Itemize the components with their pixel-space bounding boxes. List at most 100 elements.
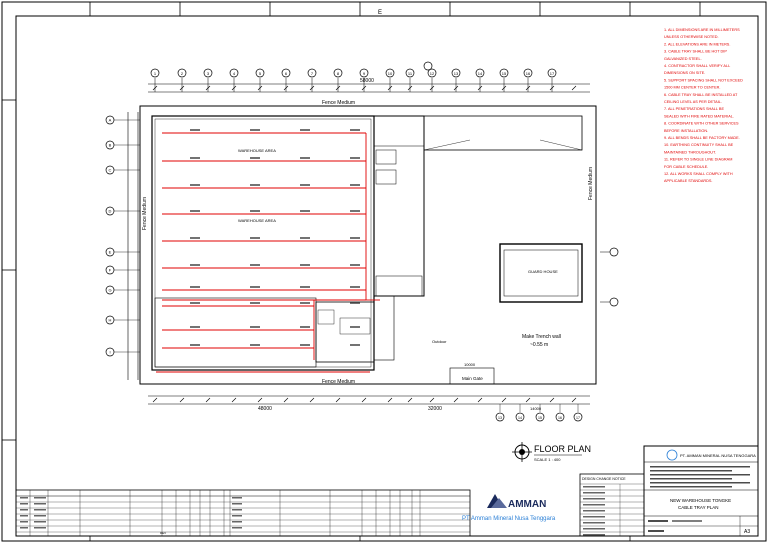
bottom-dim-right: 32000 — [428, 406, 442, 412]
grid-label-top: 3 — [207, 71, 210, 76]
note-line: 2. ALL ELEVATIONS ARE IN METERS. — [664, 42, 730, 46]
logo-subtitle: PT Amman Mineral Nusa Tenggara — [462, 516, 556, 522]
grid-bubble-top — [255, 68, 265, 78]
grid-bubble-top — [307, 68, 317, 78]
grid-label-bottom: 14 — [518, 416, 522, 420]
revision-table-lines — [16, 490, 470, 536]
grid-label-top: 10 — [388, 71, 393, 76]
note-line: UNLESS OTHERWISE NOTED. — [664, 35, 719, 39]
grid-bubble-bottom — [515, 412, 525, 422]
title-block: PT. AMMAN MINERAL NUSA TENGGARA NEW WARE… — [643, 445, 759, 537]
grid-label-bottom: 16 — [558, 416, 562, 420]
note-line: 7. ALL PENETRATIONS SHALL BE — [664, 107, 724, 111]
grid-label-left: F — [109, 268, 112, 273]
grid-bubble-top — [427, 68, 437, 78]
guard-house-label: GUARD HOUSE — [528, 269, 558, 274]
border-letter: E — [378, 10, 382, 16]
plan-title: FLOOR PLAN — [534, 444, 591, 454]
note-line: DIMENSIONS ON SITE. — [664, 71, 705, 75]
note-line: 3. CABLE TRAY SHALL BE HOT DIP — [664, 50, 727, 54]
grid-label-left: D — [109, 209, 112, 214]
grid-label-bottom: 17 — [576, 416, 580, 420]
grid-bubble-top — [229, 68, 239, 78]
note-line: FOR CABLE SCHEDULE. — [664, 165, 708, 169]
office-block — [373, 115, 425, 297]
grid-label-top: 14 — [478, 71, 483, 76]
note-line: APPLICABLE STANDARDS. — [664, 179, 712, 183]
grid-bubble-top — [177, 68, 187, 78]
note-line: MAINTAINED THROUGHOUT. — [664, 150, 716, 154]
company-logo: AMMAN PT Amman Mineral Nusa Tenggara — [462, 494, 556, 522]
grid-bubble-top — [281, 68, 291, 78]
guard-house — [499, 243, 583, 303]
top-dimension-label: 58000 — [360, 78, 374, 84]
grid-label-left: A — [109, 118, 112, 123]
note-line: SEALED WITH FIRE RATED MATERIAL. — [664, 114, 734, 118]
grid-bubble-right — [609, 247, 619, 257]
grid-bubble-bottom — [535, 412, 545, 422]
canopy — [423, 115, 583, 151]
grid-bubble-top — [547, 68, 557, 78]
note-line: 4. CONTRACTOR SHALL VERIFY ALL — [664, 64, 730, 68]
plan-scale: SCALE 1 : 400 — [534, 457, 561, 462]
grid-bubble-top — [451, 68, 461, 78]
grid-label-top: 4 — [233, 71, 236, 76]
fence-left-label: Fence Medium — [142, 197, 148, 230]
grid-label-top: 1 — [154, 71, 157, 76]
note-line: 5. SUPPORT SPACING SHALL NOT EXCEED — [664, 78, 743, 82]
grid-bubble-top — [150, 68, 160, 78]
grid-bubble-bottom — [573, 412, 583, 422]
sheet-size: A3 — [744, 529, 750, 535]
company-name: PT. AMMAN MINERAL NUSA TENGGARA — [680, 453, 756, 458]
grid-bubble-top — [499, 68, 509, 78]
bottom-dimension-ticks — [152, 397, 577, 403]
annex — [315, 301, 375, 363]
outdoor-label: Outdoor — [432, 339, 447, 344]
grid-bubble-top — [359, 68, 369, 78]
grid-label-left: C — [109, 168, 112, 173]
grid-label-top: 8 — [337, 71, 340, 76]
approval-header: DESIGN CHANGE NOTICE — [582, 477, 626, 481]
bottom-dim-mid: 14000 — [530, 406, 542, 411]
note-line: 9. ALL BENDS SHALL BE FACTORY MADE. — [664, 136, 740, 140]
gate-label: Main Gate — [462, 376, 483, 381]
grid-bubble-top — [523, 68, 533, 78]
note-line: 11. REFER TO SINGLE LINE DIAGRAM — [664, 158, 732, 162]
top-dimension-ticks — [152, 85, 577, 91]
general-notes: 1. ALL DIMENSIONS ARE IN MILLIMETERS UNL… — [664, 28, 743, 183]
fence-right-label: Fence Medium — [588, 167, 594, 200]
gate-dimension: 10000 — [464, 362, 476, 367]
logo-word: AMMAN — [508, 499, 546, 510]
note-line: 8. COORDINATE WITH OTHER SERVICES — [664, 122, 739, 126]
grid-bubble-top-extra — [423, 61, 433, 71]
tray-labels — [190, 129, 360, 346]
grid-bubble-bottom — [555, 412, 565, 422]
cable-tray-runs — [156, 132, 380, 373]
grid-bubble-top — [385, 68, 395, 78]
grid-label-left: E — [109, 250, 112, 255]
note-line: 1500 MM CENTER TO CENTER. — [664, 86, 720, 90]
hall-label-a: WAREHOUSE AREA — [238, 148, 276, 153]
grid-label-top: 13 — [454, 71, 459, 76]
project-line-2: CABLE TRAY PLAN — [678, 505, 719, 510]
main-gate — [449, 367, 495, 385]
grid-label-top: 12 — [430, 71, 435, 76]
grid-label-left: I — [109, 350, 110, 355]
note-line: 12. ALL WORKS SHALL COMPLY WITH — [664, 172, 733, 176]
note-line: CEILING LEVEL AS PER DETAIL. — [664, 100, 722, 104]
warehouse-building — [151, 115, 375, 371]
grid-label-bottom: 15 — [538, 416, 542, 420]
grid-label-top: 15 — [502, 71, 507, 76]
grid-label-bottom: 13 — [498, 416, 502, 420]
hall-label-b: WAREHOUSE AREA — [238, 218, 276, 223]
plan-title-block: FLOOR PLAN SCALE 1 : 400 — [512, 442, 591, 462]
grid-bubble-top — [475, 68, 485, 78]
revision-table — [15, 489, 471, 537]
site-fence — [139, 105, 597, 385]
bottom-grid-bubbles: 13 14 15 16 17 — [495, 404, 583, 422]
project-line-1: NEW WAREHOUSE TONGKE — [670, 498, 731, 503]
fence-top-label: Fence Medium — [322, 100, 355, 106]
